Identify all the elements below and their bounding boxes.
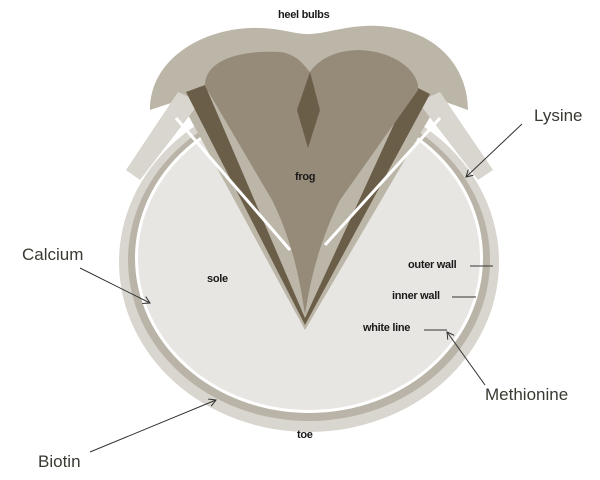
wall-notch-left xyxy=(126,92,200,180)
frog-cleft xyxy=(297,72,320,148)
lysine-arrow xyxy=(466,123,523,177)
lysine-label: Lysine xyxy=(534,106,583,125)
biotin-arrow xyxy=(89,400,216,453)
biotin-label: Biotin xyxy=(38,452,81,471)
frog-shape xyxy=(205,50,419,315)
sole-edge-right xyxy=(323,116,442,247)
frog-label: frog xyxy=(295,171,316,183)
wall-notch-right xyxy=(418,92,493,180)
heel-bulbs-label: heel bulbs xyxy=(278,9,330,21)
inner-wall-label: inner wall xyxy=(392,290,440,302)
toe-label: toe xyxy=(297,429,313,441)
calcium-label: Calcium xyxy=(22,245,84,264)
sole-label: sole xyxy=(207,273,228,285)
methionine-label: Methionine xyxy=(485,385,569,404)
white-line-label: white line xyxy=(363,322,411,334)
outer-wall-label: outer wall xyxy=(408,259,457,271)
calcium-arrow xyxy=(79,267,150,303)
bars xyxy=(186,85,430,325)
sole-edge-left xyxy=(174,117,292,251)
methionine-arrow xyxy=(447,332,486,386)
